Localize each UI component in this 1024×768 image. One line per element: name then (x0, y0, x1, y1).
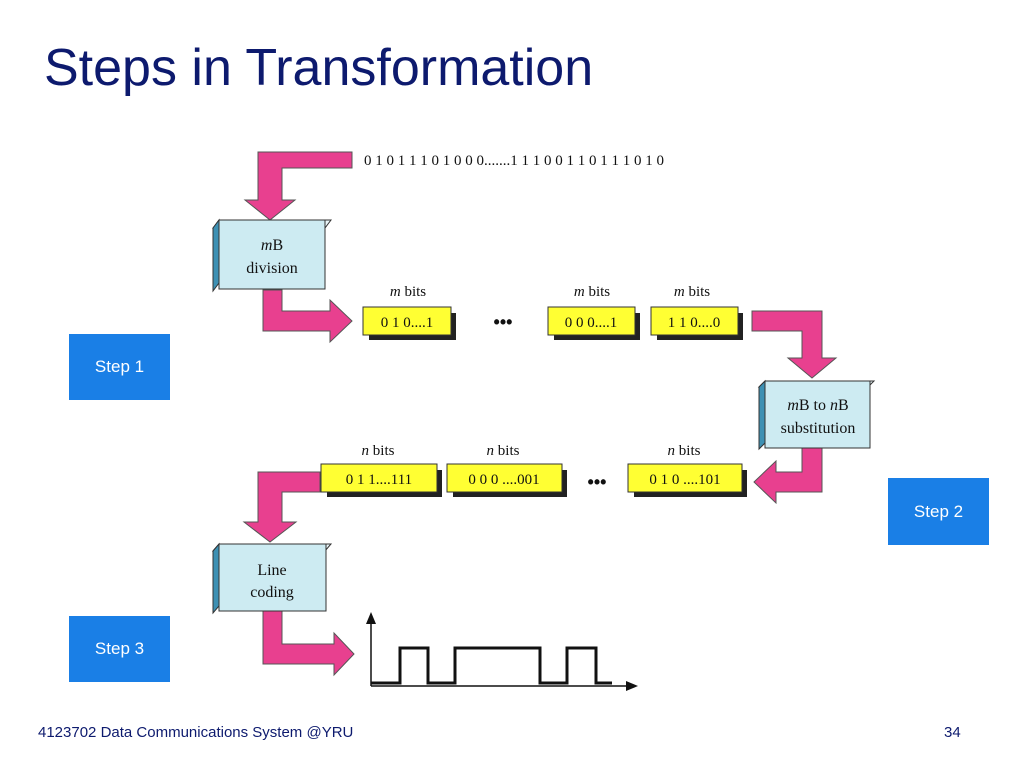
division-output-arrow (262, 289, 353, 344)
slide-title: Steps in Transformation (44, 39, 594, 97)
svg-text:division: division (246, 260, 298, 277)
input-arrow (243, 151, 353, 221)
line-coding-output-arrow (262, 609, 355, 677)
y-axis-arrowhead (366, 612, 376, 624)
svg-text:0 0 0....1: 0 0 0....1 (565, 315, 618, 331)
step-1-box: Step 1 (69, 334, 170, 400)
svg-text:m bits: m bits (574, 284, 610, 300)
step-2-box: Step 2 (888, 478, 989, 545)
step-3-box: Step 3 (69, 616, 170, 682)
m-bit-block: m bits 1 1 0....0 (650, 284, 743, 340)
substitution-output-arrow (753, 447, 823, 505)
substitution-box: mB to nB substitution (757, 379, 876, 451)
svg-text:n bits: n bits (668, 443, 701, 459)
svg-text:n bits: n bits (362, 443, 395, 459)
n-bit-block: n bits 0 1 1....111 (320, 443, 442, 497)
input-bitstream: 0 1 0 1 1 1 0 1 0 0 0.......1 1 1 0 0 1 … (364, 153, 664, 169)
svg-text:0 1 0 ....101: 0 1 0 ....101 (649, 472, 720, 488)
m-bit-block: m bits 0 0 0....1 (547, 284, 640, 340)
n-bit-block: n bits 0 0 0 ....001 (446, 443, 567, 497)
svg-text:mB to nB: mB to nB (787, 397, 848, 414)
ellipsis-top: ••• (494, 312, 513, 332)
x-axis-arrowhead (626, 681, 638, 691)
ellipsis-bottom: ••• (588, 472, 607, 492)
line-coding-box: Line coding (211, 542, 333, 615)
step-3-label: Step 3 (94, 639, 145, 658)
svg-text:n bits: n bits (487, 443, 520, 459)
line-coded-signal (371, 646, 612, 685)
svg-text:coding: coding (250, 584, 294, 601)
to-line-coding-arrow (242, 471, 321, 543)
svg-text:m bits: m bits (674, 284, 710, 300)
n-bit-block: n bits 0 1 0 ....101 (627, 443, 747, 497)
step-1-label: Step 1 (94, 357, 145, 376)
mb-division-box: mB division (212, 218, 332, 293)
m-bit-block: m bits 0 1 0....1 (362, 284, 456, 340)
svg-text:mB: mB (261, 237, 283, 254)
to-substitution-arrow (751, 310, 838, 379)
step-2-label: Step 2 (913, 501, 964, 521)
page-number: 34 (944, 724, 961, 741)
svg-text:Line: Line (257, 562, 286, 579)
footer-course: 4123702 Data Communications System @YRU (38, 724, 354, 741)
svg-text:substitution: substitution (781, 420, 856, 437)
svg-text:1 1 0....0: 1 1 0....0 (668, 315, 721, 331)
signal-axes (370, 620, 630, 687)
svg-text:m bits: m bits (390, 284, 426, 300)
svg-text:0 1 1....111: 0 1 1....111 (346, 472, 412, 488)
svg-text:0 0 0 ....001: 0 0 0 ....001 (468, 472, 539, 488)
svg-text:0 1 0....1: 0 1 0....1 (381, 315, 434, 331)
